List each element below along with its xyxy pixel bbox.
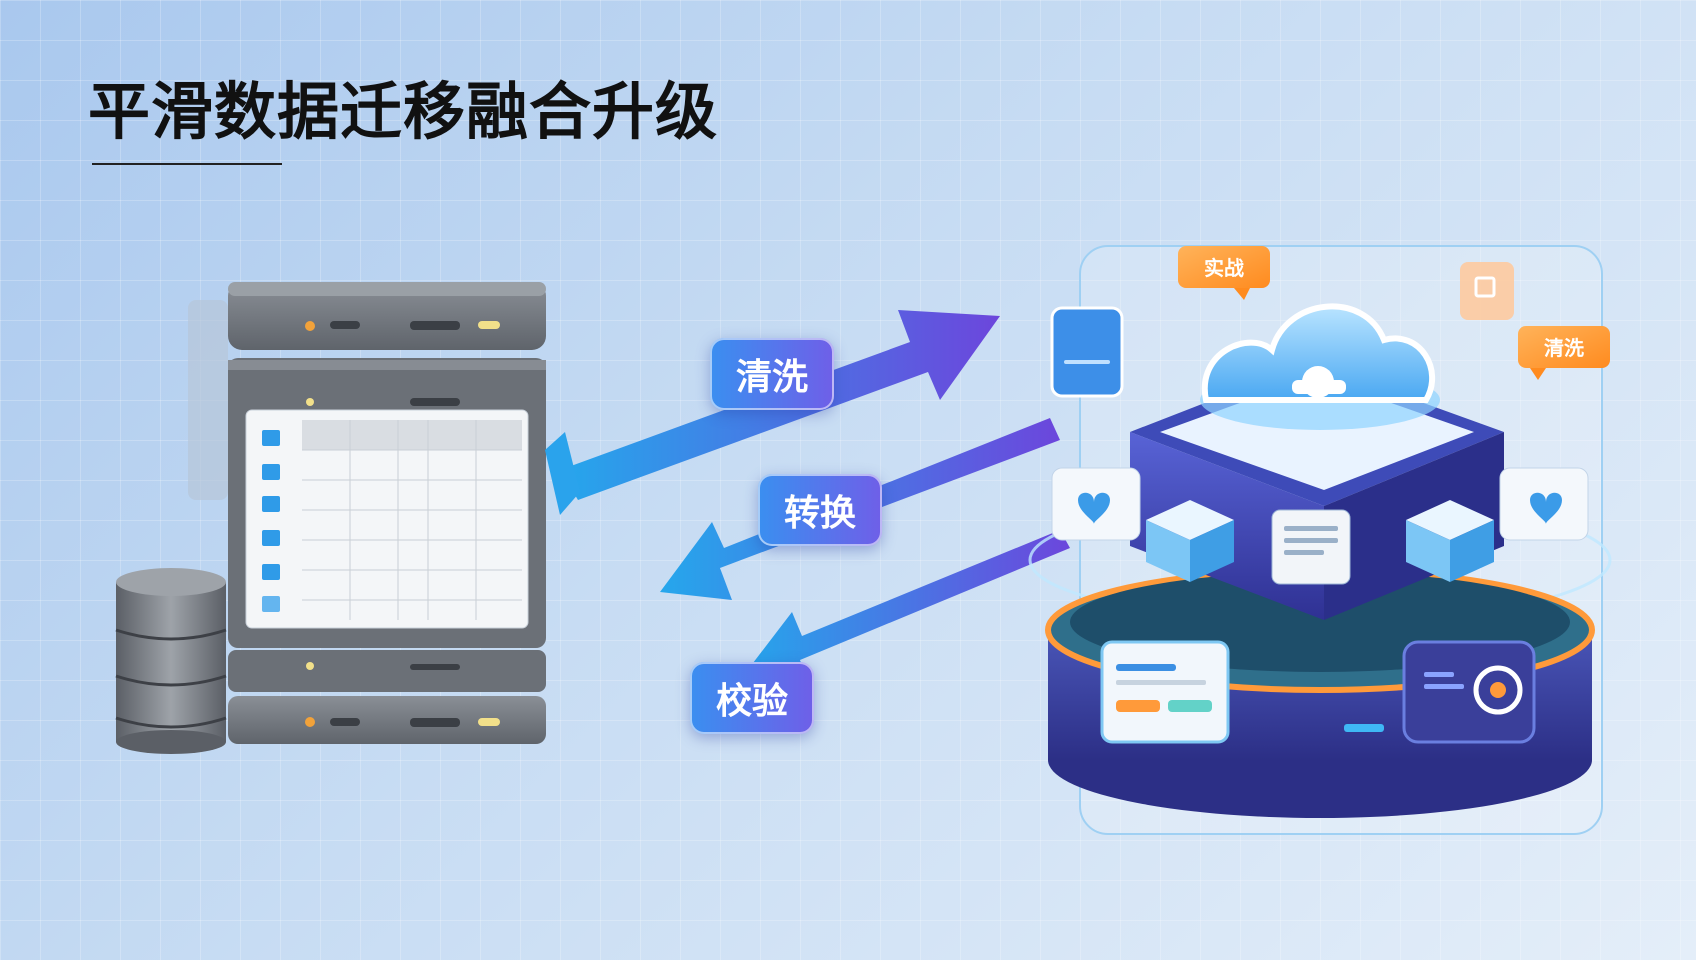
data-node-left-icon: [1146, 500, 1234, 582]
arrow-back-bottom: [740, 530, 1070, 690]
step-chip-verify: 校验: [690, 662, 815, 734]
data-node-right-icon: [1406, 500, 1494, 582]
square-tag-icon: [1460, 262, 1514, 320]
page-title: 平滑数据迁移融合升级: [88, 75, 719, 148]
document-node-icon: [1271, 509, 1351, 585]
dashboard-panel-icon: [1100, 640, 1230, 744]
cloud-icon: [1200, 303, 1440, 430]
side-card-right-icon: [1499, 467, 1589, 541]
data-table-screen: [245, 409, 529, 629]
tag-clean-label: 清洗: [1544, 336, 1584, 360]
tag-clean: 清洗: [1518, 326, 1610, 380]
title-underline: [92, 163, 282, 165]
step-chip-transform: 转换: [758, 474, 883, 546]
server-rack-icon: [188, 282, 546, 744]
tag-practice: 实战: [1178, 246, 1270, 300]
tag-practice-label: 实战: [1204, 256, 1244, 280]
database-cylinder-icon: [115, 568, 227, 754]
cloud-platform-icon: 实战 清洗: [1028, 245, 1612, 835]
side-card-left-icon: [1051, 467, 1141, 541]
floating-panel-icon: [1050, 306, 1124, 398]
target-panel-icon: [1402, 640, 1536, 744]
step-chip-clean: 清洗: [710, 338, 835, 410]
